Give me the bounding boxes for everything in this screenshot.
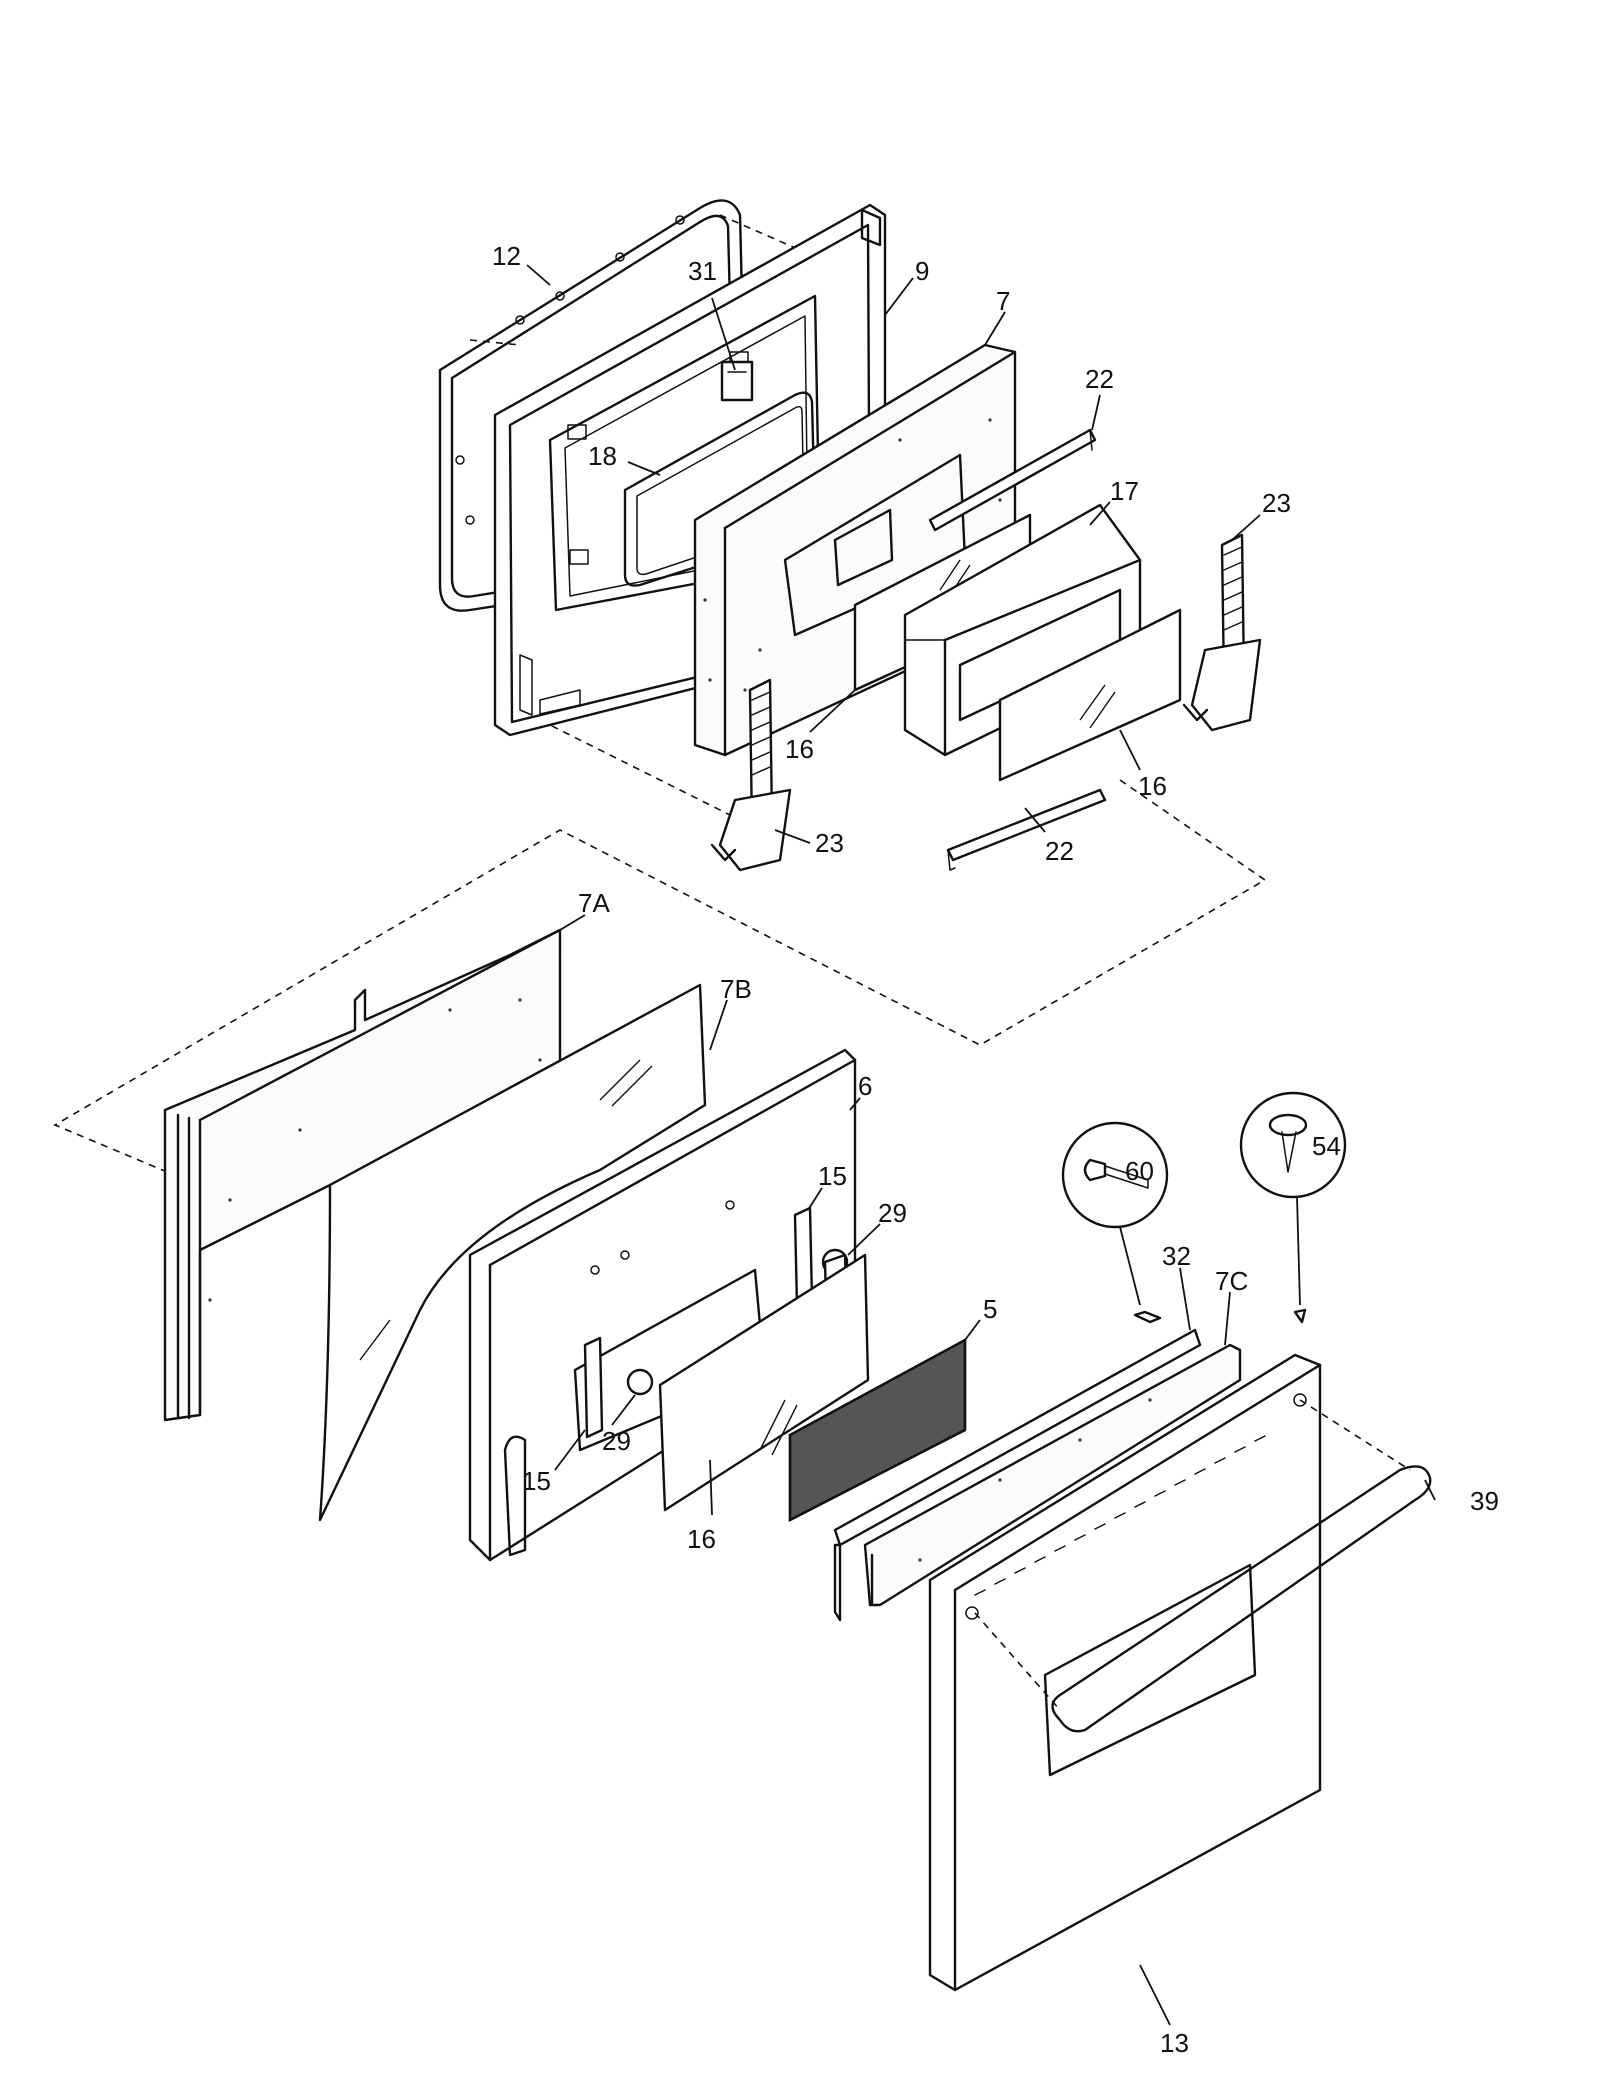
bumper-29-lower xyxy=(626,1368,654,1396)
insulation-7C xyxy=(863,1343,1242,1607)
callout-5: 5 xyxy=(983,1294,997,1324)
callout-29-upper: 29 xyxy=(878,1198,907,1228)
callout-7C: 7C xyxy=(1215,1266,1248,1296)
strip-22-top xyxy=(928,428,1097,532)
callout-32: 32 xyxy=(1162,1241,1191,1271)
callout-7: 7 xyxy=(996,286,1010,316)
mesh-shield-5 xyxy=(788,1337,967,1522)
callout-22-top: 22 xyxy=(1085,364,1114,394)
callout-15-lower: 15 xyxy=(522,1466,551,1496)
glass-16-right xyxy=(998,608,1182,782)
film-7B xyxy=(318,983,707,1522)
callout-16-right: 16 xyxy=(1138,771,1167,801)
callout-16-lower: 16 xyxy=(687,1524,716,1554)
callout-23-left: 23 xyxy=(815,828,844,858)
callout-16-left: 16 xyxy=(785,734,814,764)
outer-panel-13 xyxy=(928,1353,1322,1992)
callout-22-bottom: 22 xyxy=(1045,836,1074,866)
callout-6: 6 xyxy=(858,1071,872,1101)
callout-13: 13 xyxy=(1160,2028,1189,2058)
callout-15-upper: 15 xyxy=(818,1161,847,1191)
callout-12: 12 xyxy=(492,241,521,271)
callout-7A: 7A xyxy=(578,888,610,918)
hinge-23-left xyxy=(710,678,792,872)
strip-22-bottom xyxy=(946,788,1107,871)
callout-31: 31 xyxy=(688,256,717,286)
callout-54: 54 xyxy=(1312,1131,1341,1161)
glass-32 xyxy=(833,1328,1202,1622)
callout-29-lower: 29 xyxy=(602,1426,631,1456)
callout-23-right: 23 xyxy=(1262,488,1291,518)
screw-54-detail xyxy=(1239,1091,1347,1324)
bracket-15-lower xyxy=(583,1336,604,1439)
callout-9: 9 xyxy=(915,256,929,286)
door-handle-39 xyxy=(974,1399,1432,1733)
callout-7B: 7B xyxy=(720,974,752,1004)
leader-lines xyxy=(526,264,1436,2026)
callout-60: 60 xyxy=(1125,1156,1154,1186)
callout-17: 17 xyxy=(1110,476,1139,506)
callout-18: 18 xyxy=(588,441,617,471)
hinge-23-right xyxy=(1182,533,1262,732)
glass-16-lower xyxy=(658,1253,870,1512)
insulation-7A xyxy=(163,928,562,1422)
callout-labels: 12 31 9 7 22 18 17 23 16 16 23 22 7A 7B … xyxy=(492,241,1499,2058)
screw-60-detail xyxy=(1061,1121,1169,1324)
callout-39: 39 xyxy=(1470,1486,1499,1516)
bracket-31 xyxy=(720,360,754,402)
